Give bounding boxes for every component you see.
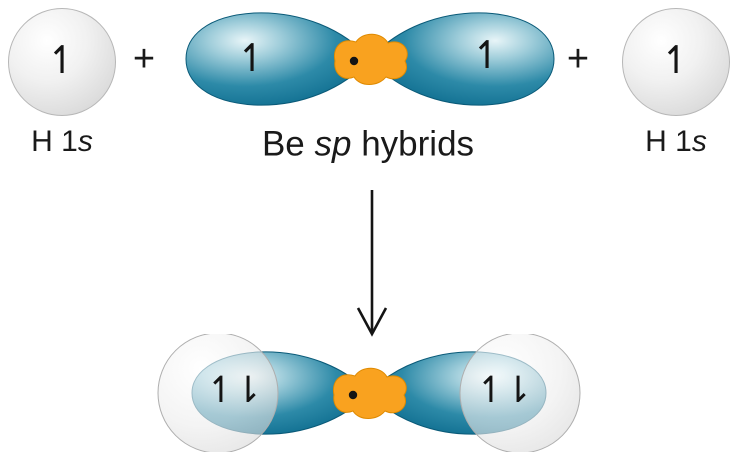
label-h1s-right-prefix: H 1 — [645, 125, 692, 158]
plus-sign-left: + — [132, 38, 156, 80]
label-h1s-left-italic: s — [77, 125, 93, 158]
h-1s-orbital-left — [8, 8, 116, 116]
label-be-post: hybrids — [351, 124, 475, 164]
reaction-arrow-svg — [356, 190, 388, 337]
be-core-orange-bottom — [332, 367, 407, 419]
electron-pair-right: ↿⇂ — [475, 370, 533, 411]
label-h1s-right-italic: s — [691, 125, 707, 158]
h-sphere-overlap-right — [459, 334, 581, 452]
electron-up-arrow-left-h: ↿ — [46, 38, 78, 82]
label-be-sp-hybrids: Be sp hybrids — [262, 127, 474, 162]
h-sphere-overlap-left — [157, 334, 279, 452]
electron-up-arrow-right-h: ↿ — [660, 38, 692, 82]
sp-lobe-left — [185, 12, 371, 106]
label-h1s-left-prefix: H 1 — [31, 125, 78, 158]
sp-lobe-right — [369, 12, 555, 106]
beh2-bond-svg — [157, 334, 581, 452]
label-h1s-left: H 1s — [31, 127, 93, 157]
be-nucleus-dot-bottom — [348, 390, 358, 400]
sp-hybrid-orbitals-svg — [185, 12, 555, 106]
be-nucleus-dot — [349, 56, 359, 66]
be-core-orange — [333, 33, 408, 85]
h-1s-orbital-right — [622, 8, 730, 116]
reaction-arrow-head — [356, 307, 388, 337]
electron-up-arrow-sp-left: ↿ — [236, 36, 268, 80]
label-be-italic: sp — [314, 124, 352, 164]
label-be-pre: Be — [261, 124, 315, 164]
label-h1s-right: H 1s — [645, 127, 707, 157]
electron-pair-left: ↿⇂ — [205, 370, 263, 411]
electron-up-arrow-sp-right: ↿ — [471, 33, 503, 77]
plus-sign-right: + — [566, 38, 590, 80]
